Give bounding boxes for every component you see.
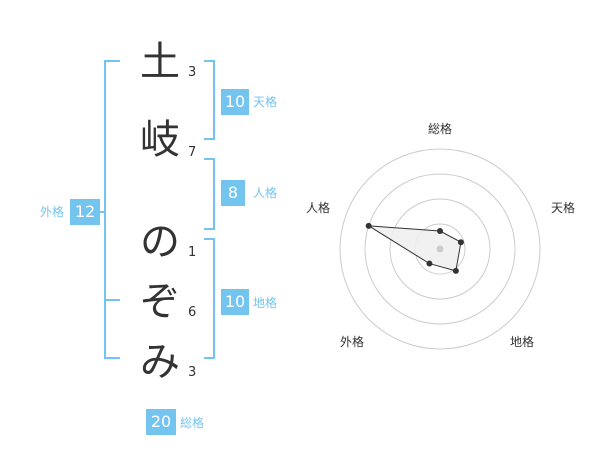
soukaku-value: 20 — [146, 409, 176, 435]
radar-label-jinkaku: 人格 — [306, 201, 331, 215]
radar-area — [368, 225, 462, 272]
stroke-count-4: 6 — [188, 305, 197, 320]
stroke-count-3: 1 — [188, 245, 197, 260]
radar-point-3 — [452, 267, 459, 274]
radar-point-1 — [437, 228, 443, 234]
name-char-4: ぞ — [140, 279, 180, 325]
gaikaku-label: 外格 — [40, 205, 65, 219]
chikaku-value: 10 — [221, 289, 249, 315]
radar-ring-4 — [339, 148, 541, 350]
jinkaku-label: 人格 — [253, 186, 278, 200]
radar-label-gaikaku: 外格 — [340, 335, 365, 349]
chikaku-label: 地格 — [253, 296, 278, 310]
radar-chart — [339, 148, 541, 350]
stroke-count-2: 7 — [188, 145, 197, 160]
soukaku-label: 総格 — [180, 416, 205, 430]
radar-point-4 — [426, 260, 433, 267]
radar-center-dot — [436, 245, 444, 253]
jinkaku-value: 8 — [221, 180, 245, 206]
radar-label-chikaku: 地格 — [510, 335, 535, 349]
radar-point-5 — [365, 222, 372, 229]
tenkaku-label: 天格 — [253, 95, 278, 109]
tenkaku-value: 10 — [221, 89, 249, 115]
radar-ring-2 — [389, 198, 491, 300]
radar-label-soukaku: 総格 — [428, 122, 453, 136]
radar-label-tenkaku: 天格 — [551, 201, 576, 215]
name-char-3: の — [140, 219, 180, 265]
stroke-count-5: 3 — [188, 365, 197, 380]
stroke-count-1: 3 — [188, 65, 197, 80]
gaikaku-value: 12 — [70, 199, 100, 225]
name-char-1: 土 — [140, 39, 180, 85]
radar-ring-3 — [364, 173, 516, 325]
name-char-5: み — [140, 339, 180, 385]
radar-point-2 — [457, 239, 464, 246]
name-char-2: 岐 — [140, 117, 180, 163]
